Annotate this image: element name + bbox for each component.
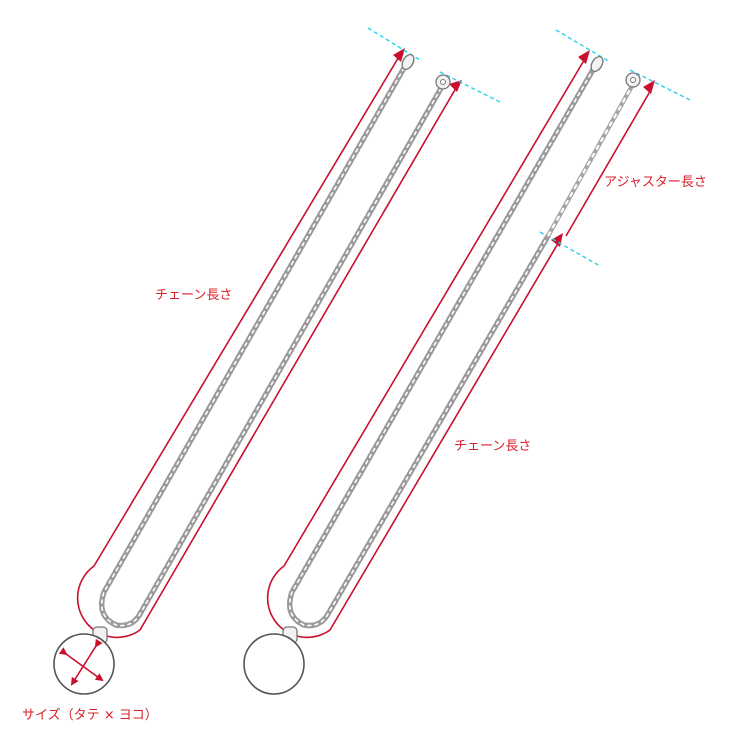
adjuster-measure-arrow-top [643, 80, 655, 94]
right-chain [287, 65, 597, 629]
adjuster-length-measure-line [565, 87, 653, 237]
adjuster-chain-link-highlights [547, 85, 633, 237]
left-pendant-size-arrow-b [70, 638, 103, 686]
left-measure-arrow-top-right [449, 80, 462, 92]
right-guide-line-adjuster [539, 231, 601, 267]
right-chain-link-highlights [288, 67, 595, 627]
right-chain-length-measure-line [266, 56, 587, 639]
right-lobster-clasp [590, 55, 604, 73]
right-measure-arrow-top [578, 50, 590, 64]
left-chain-length-measure-line [76, 54, 457, 639]
chain-length-label-left: チェーン長さ [155, 288, 232, 303]
pendant-size-label: サイズ（タテ × ヨコ） [22, 707, 158, 723]
right-necklace [243, 29, 691, 695]
chain-length-label-right: チェーン長さ [454, 439, 531, 454]
left-guide-line-ring [439, 71, 501, 103]
left-jump-ring [435, 74, 451, 90]
left-measure-arrow-top-left [393, 48, 405, 62]
left-necklace [53, 27, 501, 695]
right-jump-ring [625, 72, 641, 88]
left-chain-link-highlights [100, 67, 441, 627]
adjuster-length-label: アジャスター長さ [604, 175, 707, 190]
left-chain [99, 65, 443, 629]
right-round-pendant [243, 633, 305, 695]
left-lobster-clasp [401, 53, 415, 71]
right-guide-line-ring [629, 69, 691, 101]
